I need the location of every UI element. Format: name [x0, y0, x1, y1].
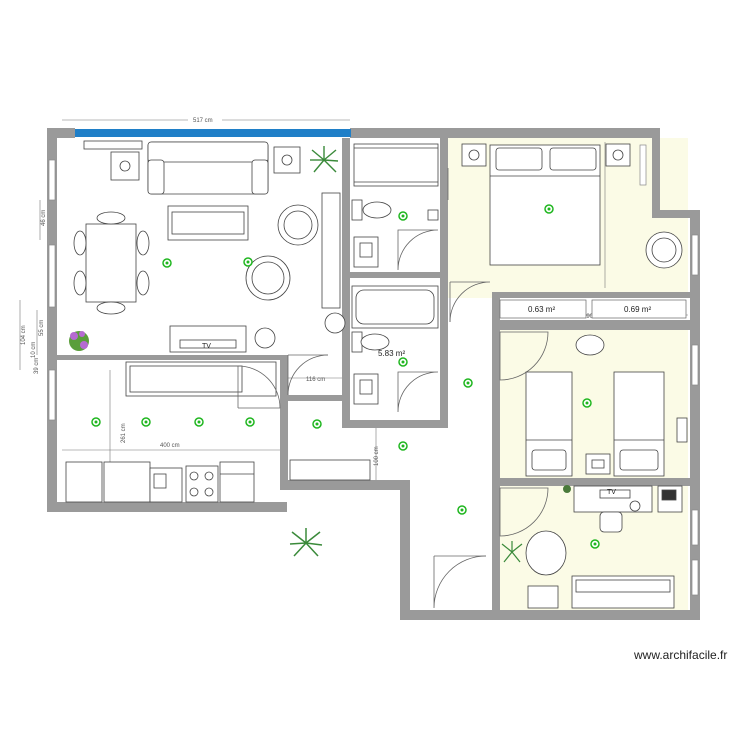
living-room-furniture [73, 140, 346, 353]
top-window [75, 129, 351, 137]
windows [48, 144, 699, 596]
stove [185, 465, 219, 503]
light-icon [91, 417, 101, 427]
light-icon [463, 378, 473, 388]
bathroom-bottom-fixtures [351, 285, 439, 405]
dim-kitchen-width: 400 cm [160, 443, 180, 449]
small-plant-icon [563, 485, 571, 493]
doors [237, 168, 549, 609]
dim-left-10: 10 cm [31, 342, 37, 358]
dining-table [85, 223, 137, 303]
closet-left-area: 0.63 m² [528, 305, 555, 314]
master-bedroom-furniture [461, 143, 683, 269]
round-table [525, 530, 567, 576]
light-fixtures [91, 204, 600, 549]
office-furniture [525, 485, 683, 609]
dim-left-104: 104 cm [21, 325, 27, 345]
light-icon [194, 417, 204, 427]
palm-plant-icon [310, 146, 339, 173]
tv-label-office: TV [607, 489, 616, 496]
dim-kitchen-height: 261 cm [121, 423, 127, 443]
light-icon [398, 441, 408, 451]
bathroom-top-fixtures [351, 143, 439, 268]
bath-area-label: 5.83 m² [378, 349, 405, 358]
light-icon [312, 419, 322, 429]
dim-left-46: 46 cm [41, 210, 47, 226]
office-palm-icon [501, 541, 523, 563]
dim-passage: 116 cm [306, 377, 325, 383]
light-icon [457, 505, 467, 515]
light-icon [398, 357, 408, 367]
shower-top [353, 143, 439, 187]
entrance-palm-icon [289, 528, 323, 557]
closets [499, 299, 687, 319]
light-icon [544, 204, 554, 214]
watermark: www.archifacile.fr [634, 648, 728, 662]
light-icon [398, 211, 408, 221]
bookshelf [321, 192, 341, 309]
light-icon [162, 258, 172, 268]
light-icon [582, 398, 592, 408]
plant-icon [69, 331, 89, 351]
oven [219, 461, 255, 503]
dim-left-55: 55 cm [39, 320, 45, 336]
closet-right-area: 0.69 m² [624, 305, 651, 314]
dim-left-39: 39 cm [34, 358, 40, 374]
light-icon [590, 539, 600, 549]
light-icon [141, 417, 151, 427]
dim-hall: 100 cm [374, 446, 380, 466]
kitchen-furniture [65, 361, 371, 503]
twin-bedroom-furniture [525, 334, 688, 477]
dim-top-width: 517 cm [193, 118, 213, 124]
light-icon [243, 257, 253, 267]
tv-label-living: TV [202, 343, 211, 350]
light-icon [245, 417, 255, 427]
radiator-top [83, 140, 143, 150]
